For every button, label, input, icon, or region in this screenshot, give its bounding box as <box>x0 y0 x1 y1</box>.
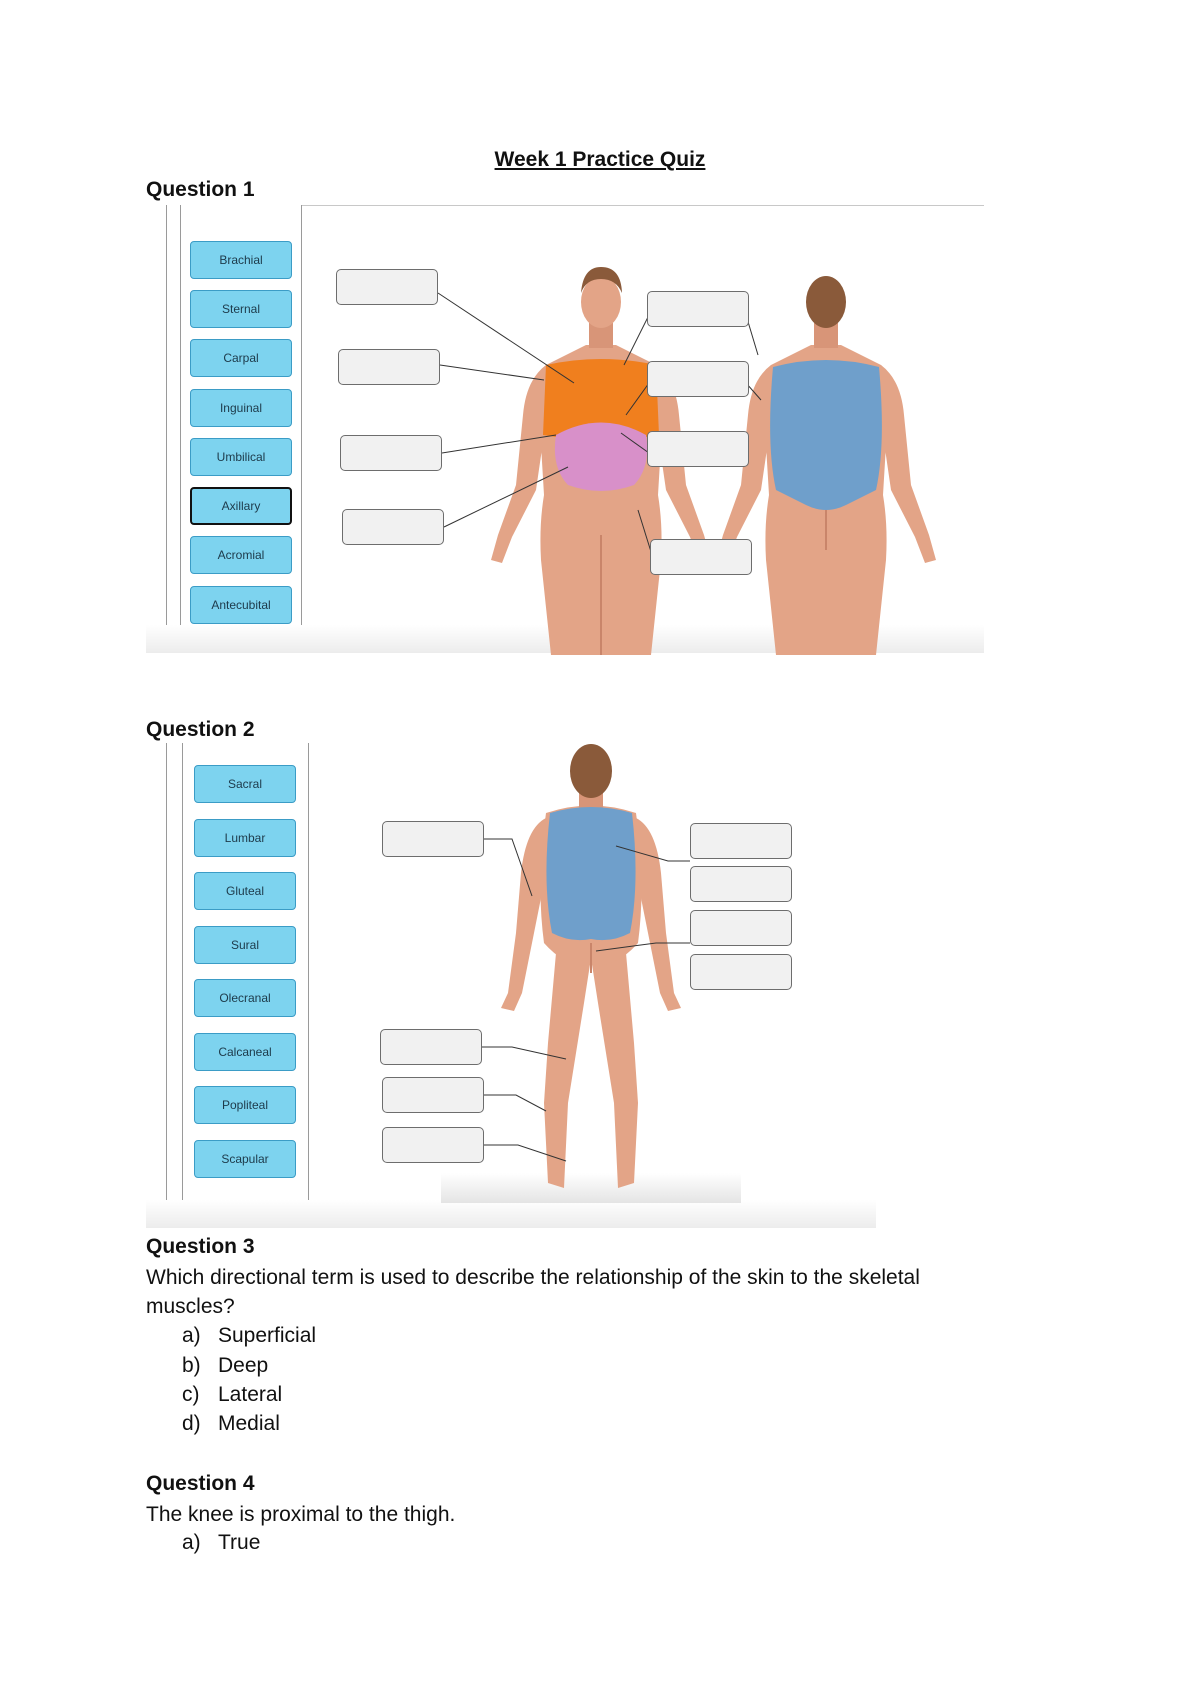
question-1-heading: Question 1 <box>146 178 255 201</box>
panel-rail <box>308 743 309 1228</box>
panel-rail <box>180 205 181 653</box>
question-3-option-d[interactable]: d) Medial <box>182 1412 280 1436</box>
option-text: Superficial <box>218 1324 317 1347</box>
q1-drop-zone[interactable] <box>647 291 749 327</box>
q1-drop-zone[interactable] <box>336 269 438 305</box>
label-chip-brachial[interactable]: Brachial <box>190 241 292 279</box>
label-chip-axillary[interactable]: Axillary <box>190 487 292 525</box>
q2-drop-zone[interactable] <box>380 1029 482 1065</box>
label-chip-calcaneal[interactable]: Calcaneal <box>194 1033 296 1071</box>
q2-drop-zone[interactable] <box>382 821 484 857</box>
anterior-body <box>491 267 711 655</box>
q1-drop-zone[interactable] <box>647 361 749 397</box>
label-chip-sural[interactable]: Sural <box>194 926 296 964</box>
q1-drop-zone[interactable] <box>650 539 752 575</box>
label-chip-umbilical[interactable]: Umbilical <box>190 438 292 476</box>
label-chip-sacral[interactable]: Sacral <box>194 765 296 803</box>
panel-rail <box>166 743 167 1228</box>
option-text: Deep <box>218 1354 269 1377</box>
floor-shadow <box>441 1173 741 1203</box>
label-chip-inguinal[interactable]: Inguinal <box>190 389 292 427</box>
q2-drop-zone[interactable] <box>690 910 792 946</box>
question-2-labeling-panel: Sacral Lumbar Gluteal Sural Olecranal Ca… <box>146 743 876 1228</box>
option-letter: a) <box>182 1324 201 1347</box>
question-3-option-b[interactable]: b) Deep <box>182 1354 268 1378</box>
question-1-labeling-panel: Brachial Sternal Carpal Inguinal Umbilic… <box>146 205 984 655</box>
question-3-option-a[interactable]: a) Superficial <box>182 1324 316 1348</box>
posterior-body <box>716 276 936 655</box>
label-chip-scapular[interactable]: Scapular <box>194 1140 296 1178</box>
label-chip-olecranal[interactable]: Olecranal <box>194 979 296 1017</box>
option-letter: c) <box>182 1383 200 1406</box>
question-4-text: The knee is proximal to the thigh. <box>146 1503 456 1526</box>
question-3-option-c[interactable]: c) Lateral <box>182 1383 282 1407</box>
question-3-text: Which directional term is used to descri… <box>146 1266 920 1318</box>
leader-lines <box>482 838 690 1162</box>
option-text: Medial <box>218 1412 280 1435</box>
question-4-heading: Question 4 <box>146 1472 255 1495</box>
q1-drop-zone[interactable] <box>338 349 440 385</box>
panel-rail <box>301 205 302 653</box>
question-2-heading: Question 2 <box>146 718 255 741</box>
label-chip-lumbar[interactable]: Lumbar <box>194 819 296 857</box>
q1-drop-zone[interactable] <box>340 435 442 471</box>
label-chip-sternal[interactable]: Sternal <box>190 290 292 328</box>
label-chip-acromial[interactable]: Acromial <box>190 536 292 574</box>
document-title: Week 1 Practice Quiz <box>494 148 706 171</box>
panel-rail <box>182 743 183 1228</box>
panel-rail <box>166 205 167 653</box>
q2-drop-zone[interactable] <box>690 866 792 902</box>
option-letter: d) <box>182 1412 201 1435</box>
question-3-heading: Question 3 <box>146 1235 255 1258</box>
option-letter: a) <box>182 1531 201 1554</box>
option-text: True <box>218 1531 261 1554</box>
label-chip-popliteal[interactable]: Popliteal <box>194 1086 296 1124</box>
q1-drop-zone[interactable] <box>647 431 749 467</box>
anterior-posterior-body-figure <box>437 267 936 655</box>
q1-drop-zone[interactable] <box>342 509 444 545</box>
leader-lines <box>437 292 762 556</box>
option-letter: b) <box>182 1354 201 1377</box>
label-chip-carpal[interactable]: Carpal <box>190 339 292 377</box>
q2-drop-zone[interactable] <box>690 954 792 990</box>
q2-drop-zone[interactable] <box>382 1127 484 1163</box>
panel-top-rule <box>301 205 984 206</box>
option-text: Lateral <box>218 1383 283 1406</box>
q2-drop-zone[interactable] <box>382 1077 484 1113</box>
posterior-body-figure <box>441 744 741 1203</box>
label-chip-gluteal[interactable]: Gluteal <box>194 872 296 910</box>
panel-bottom-fade <box>146 1200 876 1228</box>
posterior-body <box>501 744 681 1188</box>
q2-drop-zone[interactable] <box>690 823 792 859</box>
question-4-option-a[interactable]: a) True <box>182 1531 260 1555</box>
label-chip-antecubital[interactable]: Antecubital <box>190 586 292 624</box>
